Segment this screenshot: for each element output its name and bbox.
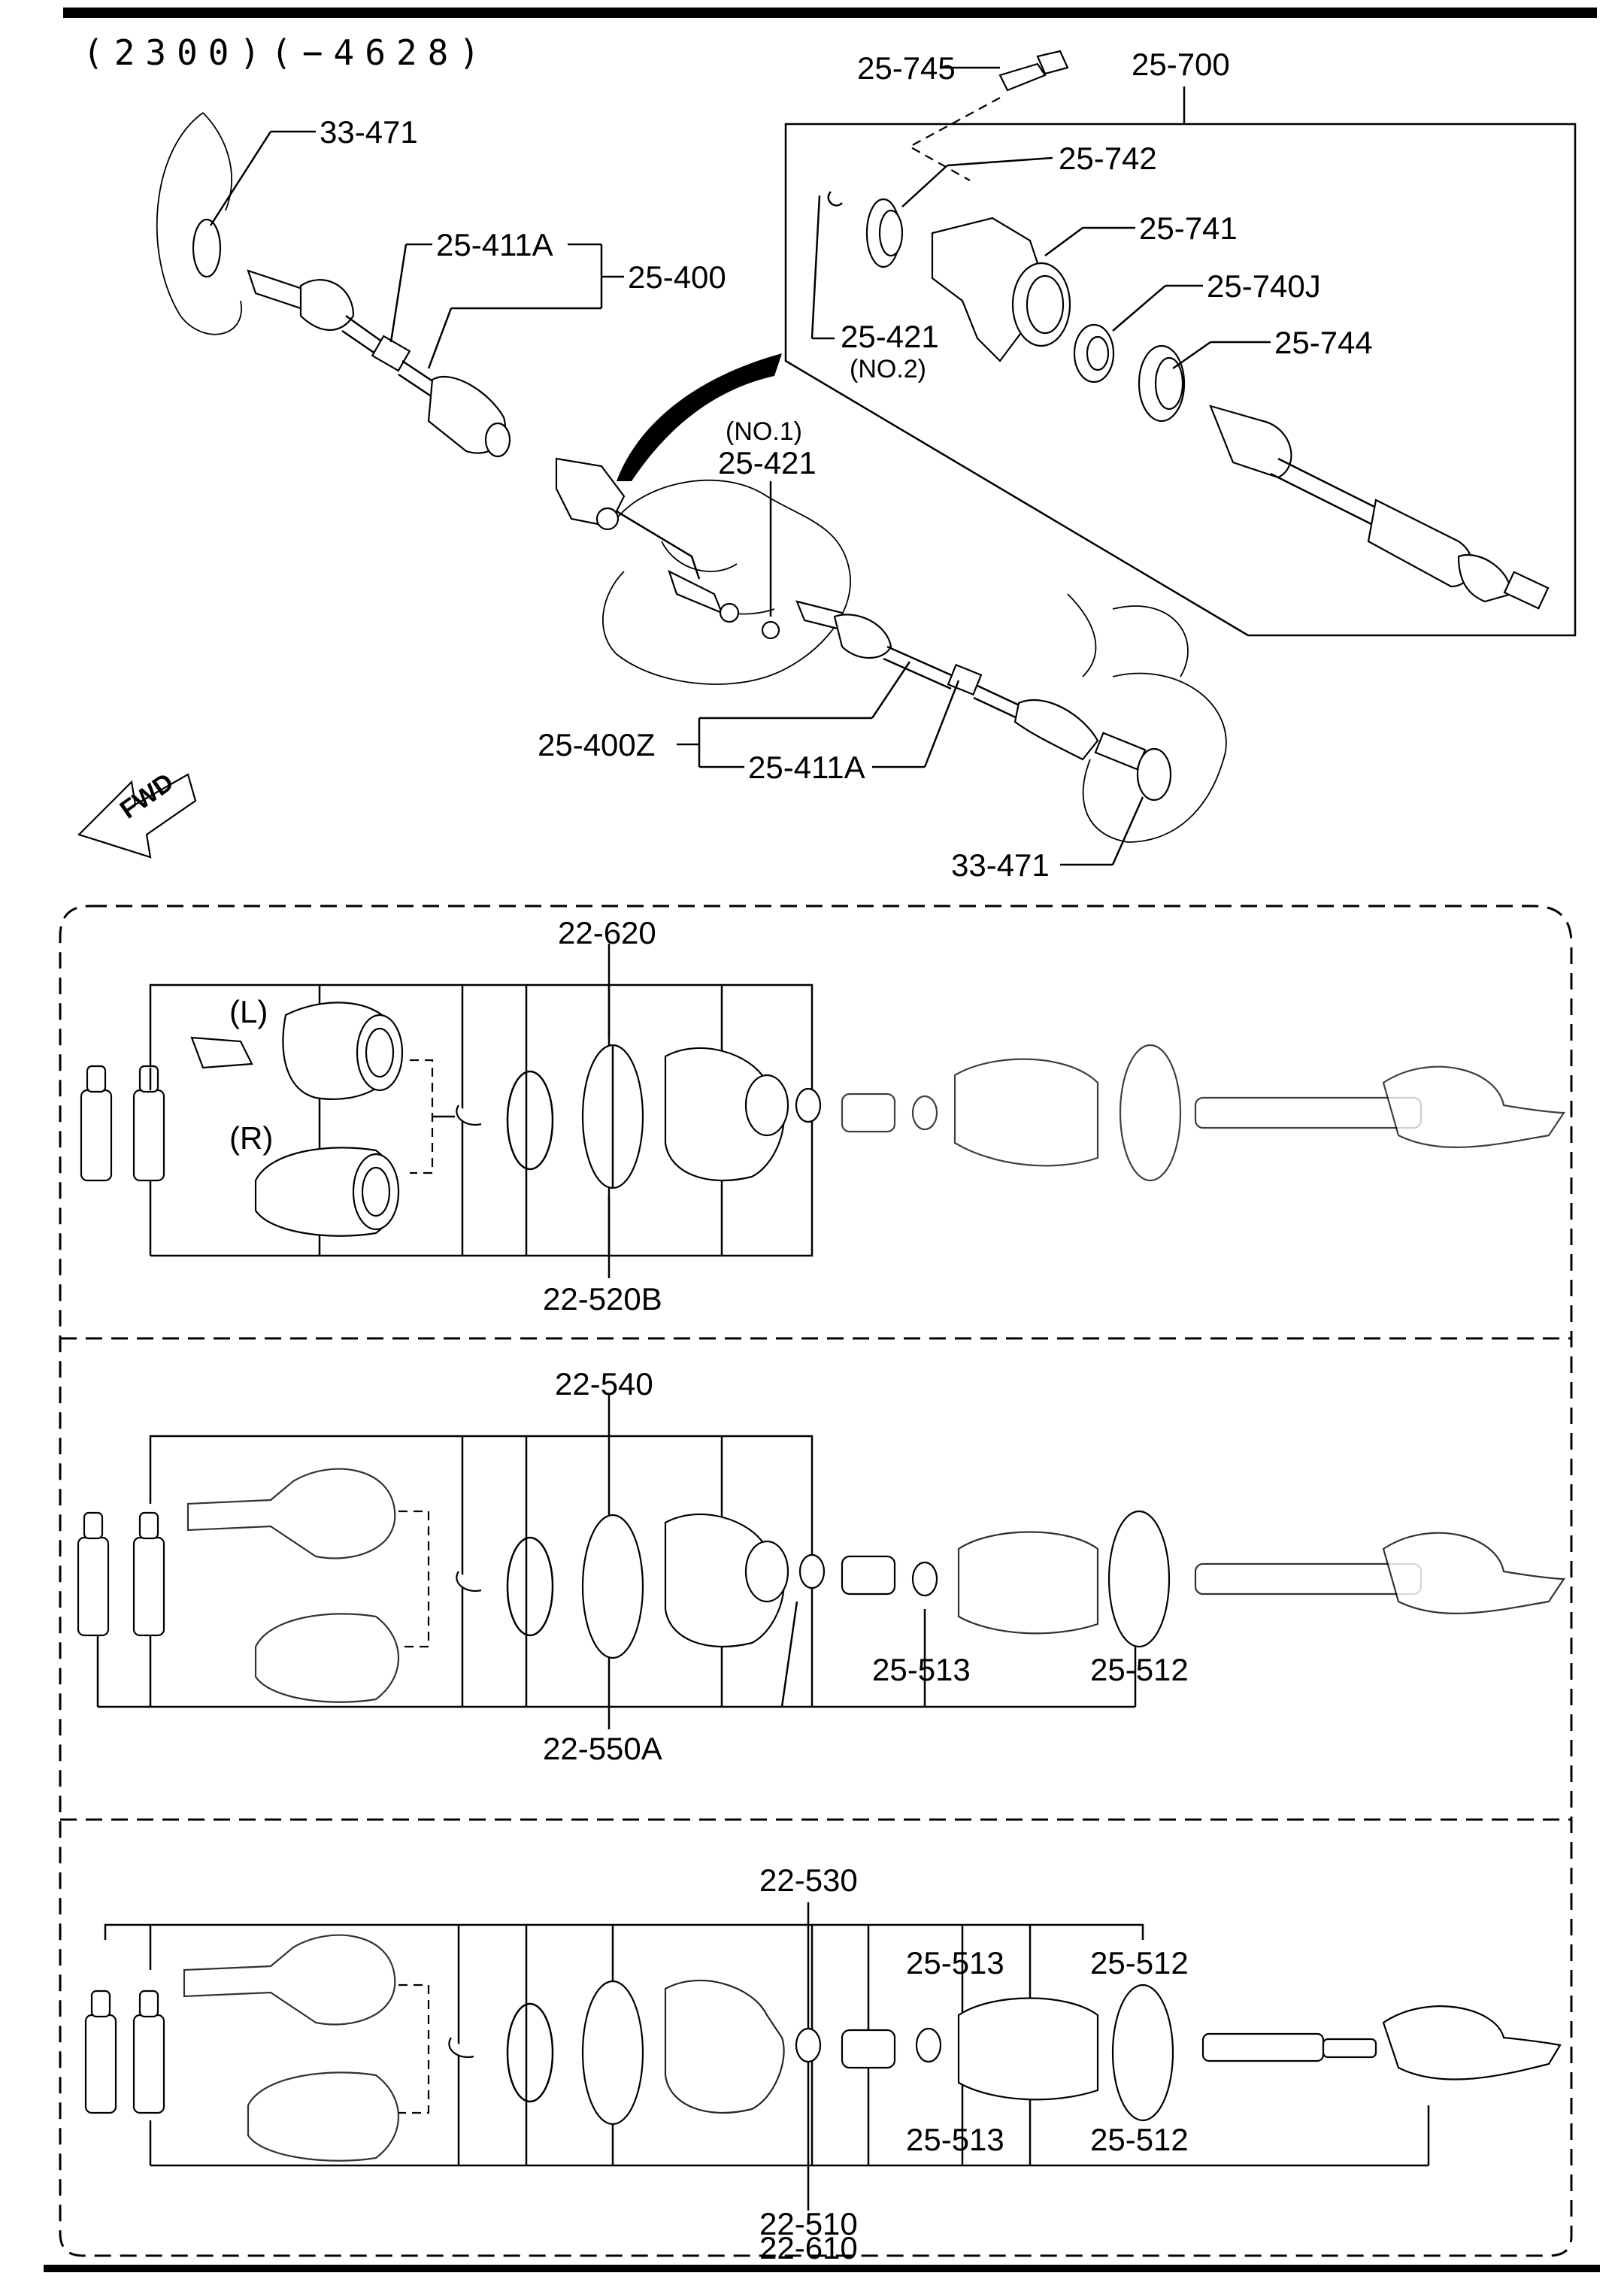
left-hub-detail — [202, 112, 232, 211]
wheel-bearing-right — [1136, 747, 1172, 802]
panel-2: 22-540 22-550A 25-513 25-512 — [77, 1366, 1566, 1766]
label-25-400: 25-400 — [628, 259, 726, 295]
label-25-400Z: 25-400Z — [538, 727, 655, 762]
label-25-512: 25-512 — [1090, 1652, 1189, 1687]
inner-joint-left — [190, 1002, 404, 1100]
transmission-ghost — [601, 479, 851, 685]
label-no1: (NO.1) — [726, 417, 802, 446]
label-L: (L) — [229, 994, 268, 1029]
label-22-610: 22-610 — [759, 2230, 858, 2265]
label-R: (R) — [229, 1120, 273, 1156]
right-hub-outline — [1082, 672, 1227, 843]
label-22-550A: 22-550A — [543, 1731, 662, 1766]
label-no2: (NO.2) — [850, 355, 926, 383]
label-25-740J: 25-740J — [1207, 268, 1321, 304]
label-22-520B: 22-520B — [543, 1281, 662, 1317]
callout-arrow — [617, 353, 782, 481]
inner-joint-right — [254, 1147, 400, 1237]
label-25-513-top: 25-513 — [906, 1945, 1004, 1980]
diagram-code: (2300)(−4628) — [83, 32, 490, 73]
label-25-512-top: 25-512 — [1090, 1945, 1189, 1980]
label-22-510: 22-510 — [759, 2206, 858, 2241]
label-22-620: 22-620 — [558, 915, 656, 950]
right-axle-shaft — [795, 600, 1147, 771]
grease-tube — [80, 1065, 165, 1182]
label-25-741: 25-741 — [1139, 211, 1238, 246]
top-border — [63, 8, 1597, 18]
label-22-540: 22-540 — [555, 1366, 653, 1402]
panel-3: 22-530 25-513 25-512 25-513 25-512 22-51… — [84, 1862, 1562, 2265]
label-25-411A-top: 25-411A — [436, 227, 553, 262]
bearing-support-group — [827, 50, 1550, 610]
left-hub-outline — [156, 112, 243, 335]
bottom-border — [44, 2265, 1600, 2272]
panel-1: (L) (R) 22-620 22-520B — [80, 915, 1566, 1317]
top-assembly-view: FWD — [77, 47, 1577, 883]
left-axle-shaft — [247, 269, 511, 458]
label-25-744: 25-744 — [1274, 325, 1373, 360]
label-25-421-no1: 25-421 — [718, 445, 817, 480]
snap-ring-no1 — [761, 620, 780, 640]
label-25-742: 25-742 — [1059, 141, 1157, 176]
fwd-arrow-icon: FWD — [77, 768, 197, 859]
label-25-513-bottom: 25-513 — [906, 2122, 1004, 2157]
label-25-745: 25-745 — [857, 50, 956, 86]
label-22-530: 22-530 — [759, 1862, 858, 1898]
label-25-512-bottom: 25-512 — [1090, 2122, 1189, 2157]
top-leader-lines — [209, 66, 1271, 866]
inner-boot — [664, 1047, 822, 1182]
label-25-411A-bottom: 25-411A — [748, 750, 865, 785]
intermediate-bracket — [555, 457, 740, 623]
label-33-471-top: 33-471 — [320, 114, 418, 150]
label-25-421-no2: 25-421 — [841, 319, 939, 354]
label-25-513: 25-513 — [872, 1652, 971, 1687]
right-inset-box — [784, 123, 1577, 637]
label-33-471-bottom: 33-471 — [951, 847, 1050, 883]
wheel-bearing-left — [192, 218, 222, 278]
label-25-700: 25-700 — [1132, 47, 1230, 82]
